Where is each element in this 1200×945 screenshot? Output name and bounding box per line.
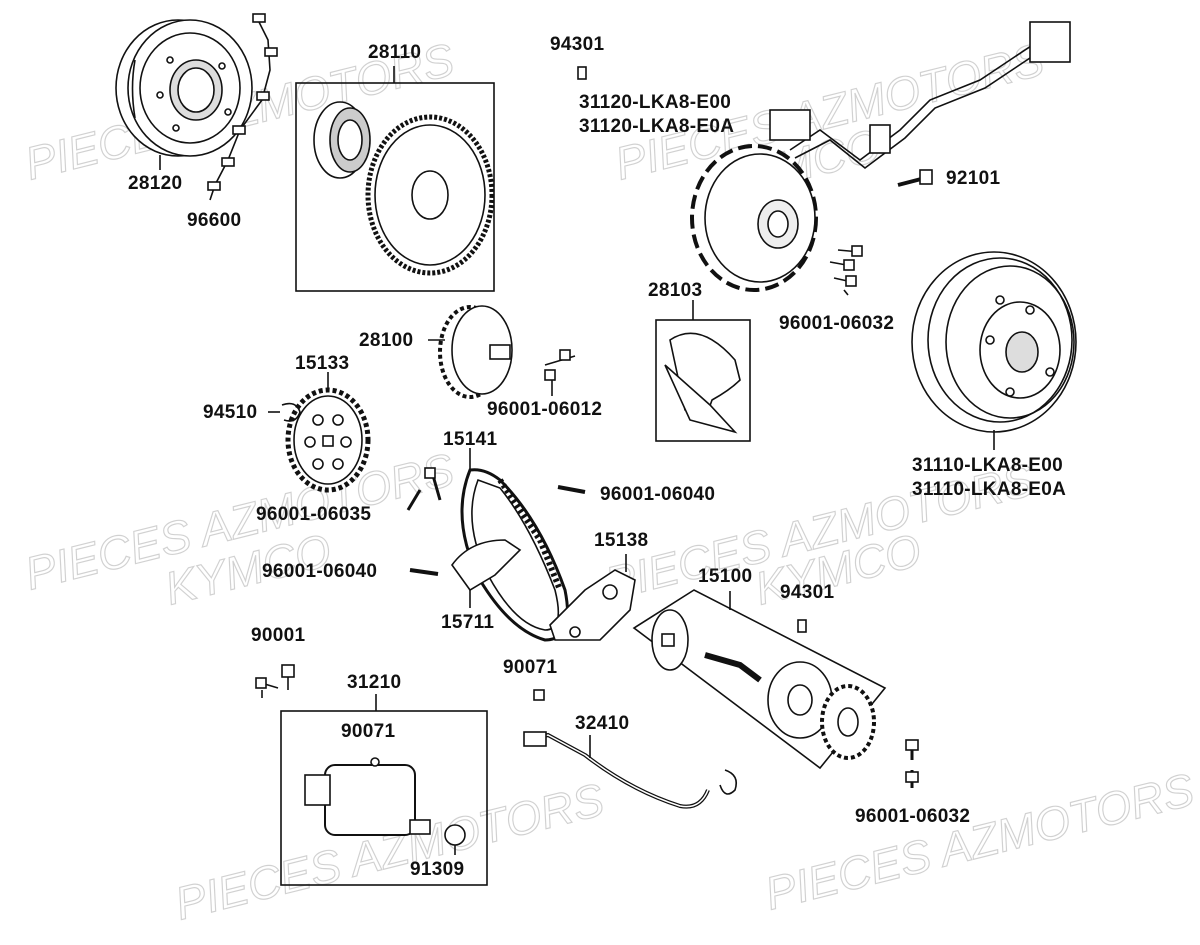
bolt-set-96600-drawing bbox=[207, 13, 278, 201]
label-96001-06035: 96001-06035 bbox=[256, 504, 372, 525]
starter-motor-drawing bbox=[304, 757, 431, 836]
label-28103: 28103 bbox=[648, 280, 703, 301]
bolts-96001-06032-bottom-drawing bbox=[905, 739, 919, 788]
label-15138: 15138 bbox=[594, 530, 649, 551]
bolts-96001-06032-top-drawing bbox=[829, 245, 863, 296]
label-31120-e0a: 31120-LKA8-E0A bbox=[579, 116, 735, 137]
bracket-15138-drawing bbox=[549, 569, 636, 641]
watermark-make-mid-left: KYMCO bbox=[159, 510, 460, 635]
circlip-94510-drawing bbox=[281, 402, 301, 422]
watermark-brand-mid-left: PIECES AZMOTORS bbox=[19, 420, 460, 605]
bolt-92101-drawing bbox=[897, 169, 933, 187]
bolts-90001-drawing bbox=[255, 664, 295, 690]
bolt-90071-mid-drawing bbox=[533, 689, 545, 701]
label-31210: 31210 bbox=[347, 672, 402, 693]
label-28110: 28110 bbox=[368, 42, 422, 63]
starter-clutch-assembly-drawing bbox=[651, 609, 876, 760]
chain-guide-drawing bbox=[664, 332, 741, 434]
watermark-brand-top-right: PIECES AZMOTORS bbox=[609, 30, 1050, 190]
label-15133: 15133 bbox=[295, 353, 350, 374]
label-28100: 28100 bbox=[359, 330, 414, 351]
bolt-96001-06040-left-drawing bbox=[409, 568, 439, 576]
watermark-brand-mid-right: PIECES AZMOTORS bbox=[599, 430, 1040, 615]
label-90071-mid: 90071 bbox=[503, 657, 558, 678]
screw-94301-top-drawing bbox=[577, 66, 587, 80]
stator-drawing bbox=[690, 21, 1071, 292]
part-box-28103 bbox=[655, 319, 751, 442]
label-15100: 15100 bbox=[698, 566, 753, 587]
starter-cable-drawing bbox=[523, 731, 738, 809]
label-94301-mid: 94301 bbox=[780, 582, 835, 603]
label-31110-e00: 31110-LKA8-E00 bbox=[912, 455, 1064, 476]
sprocket-drawing bbox=[285, 387, 371, 493]
label-96001-06040-right: 96001-06040 bbox=[600, 484, 716, 505]
label-32410: 32410 bbox=[575, 713, 630, 734]
label-15711: 15711 bbox=[441, 612, 495, 633]
reduction-gear-drawing bbox=[313, 101, 495, 276]
parts-diagram bbox=[115, 13, 1077, 886]
o-ring-91309-drawing bbox=[444, 824, 466, 846]
label-96001-06032-bottom: 96001-06032 bbox=[855, 806, 971, 827]
bolts-96001-06035-drawing bbox=[406, 467, 442, 511]
label-96001-06032-top: 96001-06032 bbox=[779, 313, 895, 334]
bolts-96001-06012-drawing bbox=[544, 349, 576, 381]
label-96600: 96600 bbox=[187, 210, 242, 231]
drive-pulley-drawing bbox=[438, 305, 513, 399]
label-94510: 94510 bbox=[203, 402, 258, 423]
label-31120-e00: 31120-LKA8-E00 bbox=[579, 92, 732, 113]
label-15141: 15141 bbox=[443, 429, 498, 450]
part-box-15100 bbox=[632, 589, 887, 770]
label-28120: 28120 bbox=[128, 173, 183, 194]
label-31110-e0a: 31110-LKA8-E0A bbox=[912, 479, 1067, 500]
screw-94301-mid-drawing bbox=[797, 619, 807, 633]
label-90071-box: 90071 bbox=[341, 721, 396, 742]
label-94301-top: 94301 bbox=[550, 34, 605, 55]
flywheel-rotor-drawing bbox=[911, 251, 1077, 433]
watermark-make-mid-right: KYMCO bbox=[749, 510, 1050, 635]
starter-clutch-ring-drawing bbox=[115, 19, 253, 157]
label-92101: 92101 bbox=[946, 168, 1001, 189]
part-box-31210 bbox=[280, 710, 488, 886]
label-90001: 90001 bbox=[251, 625, 306, 646]
label-91309: 91309 bbox=[410, 859, 465, 880]
label-96001-06012: 96001-06012 bbox=[487, 399, 603, 420]
tensioner-15711-drawing bbox=[451, 539, 522, 592]
bolt-96001-06040-right-drawing bbox=[557, 485, 586, 494]
label-96001-06040-left: 96001-06040 bbox=[262, 561, 378, 582]
